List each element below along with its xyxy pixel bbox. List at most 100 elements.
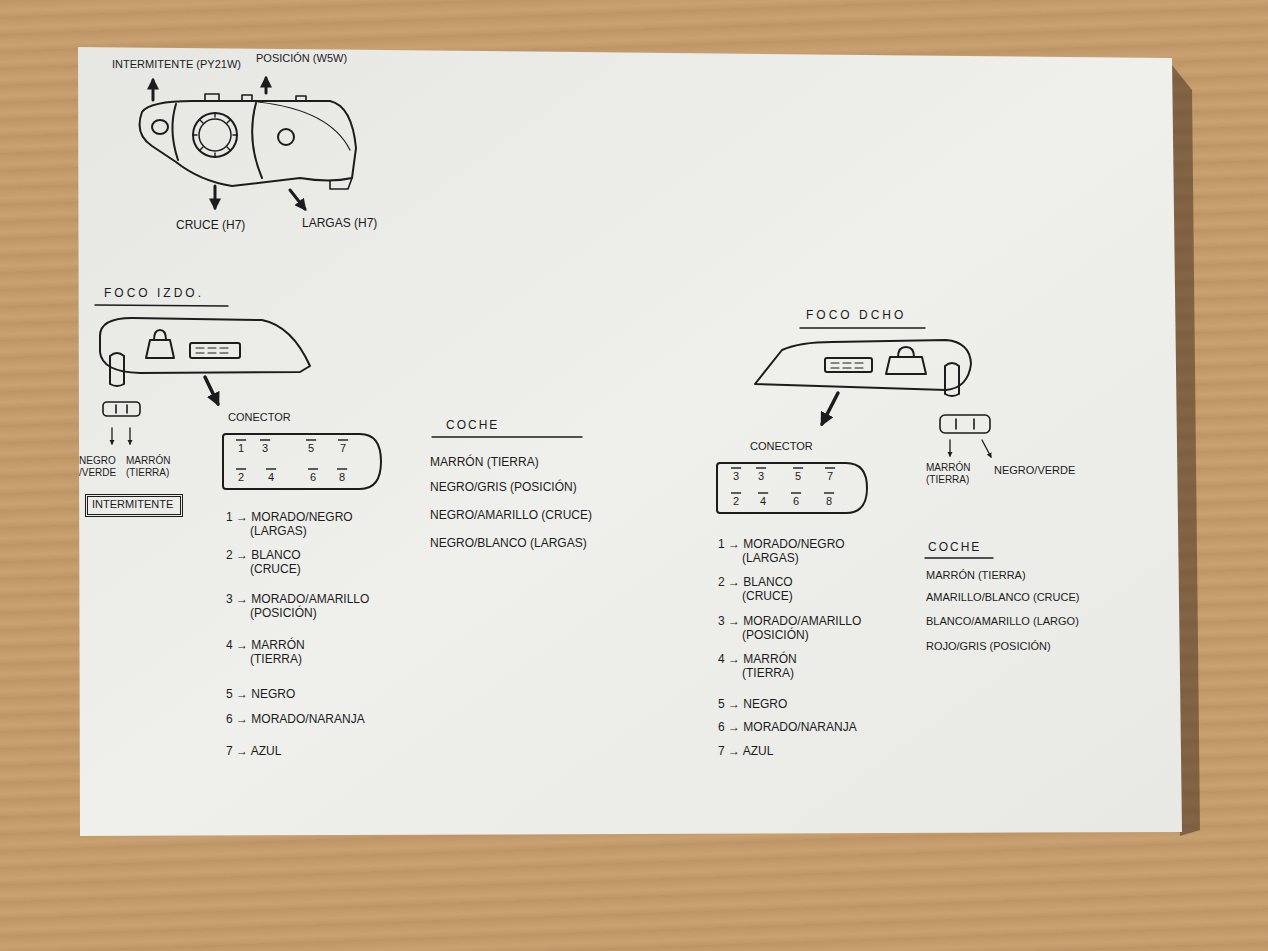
pin-bar <box>825 467 835 468</box>
headlight-divider <box>172 104 178 160</box>
projector-lens <box>193 113 237 157</box>
headlight-divider <box>252 103 262 178</box>
section-heading: COCHE <box>446 418 499 432</box>
section-heading: COCHE <box>928 540 981 554</box>
bulb-arrow <box>152 80 155 100</box>
pin-bar <box>308 468 318 469</box>
wire-color: MARRÓN (TIERRA) <box>926 462 970 485</box>
pin-bar <box>306 439 316 440</box>
pin-assignment: 4 → MARRÓN (TIERRA) <box>226 638 326 667</box>
pin-assignment: 2 → BLANCO (CRUCE) <box>226 548 326 577</box>
connector-arrow <box>205 377 218 404</box>
box-text: INTERMITENTE <box>92 498 176 511</box>
pin-assignment: 7 → AZUL <box>718 744 773 758</box>
pin-bar <box>756 467 766 468</box>
pin-bar <box>236 439 246 440</box>
pin-assignment: 2 → BLANCO (CRUCE) <box>718 575 818 604</box>
pin-number: 5 <box>795 470 801 483</box>
connector-pins <box>116 405 127 413</box>
pin-number: 7 <box>827 470 833 483</box>
pin-number: 4 <box>268 471 274 484</box>
connector-pins <box>831 363 863 368</box>
pin-bar <box>266 468 276 469</box>
pin-assignment: 1 → MORADO/NEGRO (LARGAS) <box>226 510 364 539</box>
bulb-socket <box>110 353 124 386</box>
heading-underline <box>800 327 925 328</box>
connector-arrow <box>822 393 838 424</box>
bulb-arrow <box>214 186 217 208</box>
connector-outline: CONECTOR13572468 <box>222 433 382 490</box>
wire-arrow <box>111 428 112 444</box>
small-connector <box>886 347 926 374</box>
pin-bar <box>824 492 834 493</box>
pin-bar <box>338 439 348 440</box>
position-reflector <box>278 129 294 145</box>
car-wire: MARRÓN (TIERRA) <box>430 455 539 469</box>
pin-number: 2 <box>238 471 244 484</box>
bulb-label: INTERMITENTE (PY21W) <box>112 58 241 71</box>
bulb-label: CRUCE (H7) <box>176 218 245 232</box>
small-connector <box>146 330 174 358</box>
wire-arrow <box>949 440 950 456</box>
flat-connector <box>190 343 240 358</box>
pin-assignment: 7 → AZUL <box>226 744 281 758</box>
pin-number: 7 <box>340 442 346 455</box>
pin-number: 6 <box>793 495 799 508</box>
pin-bar <box>731 492 741 493</box>
boxed-label: INTERMITENTE <box>85 494 183 517</box>
wire-arrow <box>129 428 130 444</box>
car-wire: NEGRO/BLANCO (LARGAS) <box>430 536 587 550</box>
bulb-arrow <box>290 190 305 209</box>
pin-number: 3 <box>262 442 268 455</box>
headlight-rear <box>755 340 971 390</box>
pin-number: 3 <box>758 470 764 483</box>
wire-color: MARRÓN (TIERRA) <box>126 455 170 478</box>
wire-color: NEGRO/VERDE <box>994 464 1075 477</box>
car-wire: NEGRO/GRIS (POSICIÓN) <box>430 480 577 494</box>
section-heading: FOCO DCHO <box>806 308 906 322</box>
pin-bar <box>793 467 803 468</box>
pin-assignment: 6 → MORADO/NARANJA <box>226 712 365 726</box>
pin-assignment: 3 → MORADO/AMARILLO (POSICIÓN) <box>718 614 876 643</box>
pin-number: 8 <box>826 495 832 508</box>
two-pin-connector <box>103 402 140 416</box>
connector-heading: CONECTOR <box>228 411 291 424</box>
section-heading: FOCO IZDO. <box>104 286 204 300</box>
connector-pins <box>956 419 974 429</box>
connector-outline <box>223 434 381 489</box>
car-wire: ROJO/GRIS (POSICIÓN) <box>926 640 1051 653</box>
mounting-tab <box>205 94 306 101</box>
bulb-arrow <box>265 78 268 93</box>
projector-lens <box>199 119 231 151</box>
pin-bar <box>337 468 347 469</box>
headlight-reflector <box>258 102 350 150</box>
connector-heading: CONECTOR <box>750 440 813 453</box>
connector-shape <box>222 433 382 490</box>
pin-assignment: 6 → MORADO/NARANJA <box>718 720 857 734</box>
wire-arrow <box>982 440 991 457</box>
paper-sheet <box>78 47 1182 836</box>
pin-bar <box>260 439 270 440</box>
heading-underline <box>432 436 582 437</box>
car-wire: MARRÓN (TIERRA) <box>926 569 1026 582</box>
car-wire: AMARILLO/BLANCO (CRUCE) <box>926 591 1079 604</box>
connector-outline: CONECTOR33572468 <box>716 462 868 514</box>
pin-bar <box>791 492 801 493</box>
two-pin-connector <box>940 415 990 433</box>
pin-bar <box>731 467 741 468</box>
pin-number: 4 <box>760 495 766 508</box>
bulb-label: POSICIÓN (W5W) <box>256 52 347 65</box>
pin-number: 1 <box>238 442 244 455</box>
pin-number: 3 <box>733 470 739 483</box>
bulb-socket <box>945 363 959 396</box>
flat-connector <box>825 358 872 372</box>
car-wire: BLANCO/AMARILLO (LARGO) <box>926 615 1079 628</box>
car-wire: NEGRO/AMARILLO (CRUCE) <box>430 508 592 522</box>
headlight-rear <box>100 318 310 373</box>
pin-number: 2 <box>733 495 739 508</box>
pin-bar <box>758 492 768 493</box>
lens-ticks <box>193 113 237 157</box>
pin-assignment: 1 → MORADO/NEGRO (LARGAS) <box>718 537 856 566</box>
pin-assignment: 3 → MORADO/AMARILLO (POSICIÓN) <box>226 592 384 621</box>
